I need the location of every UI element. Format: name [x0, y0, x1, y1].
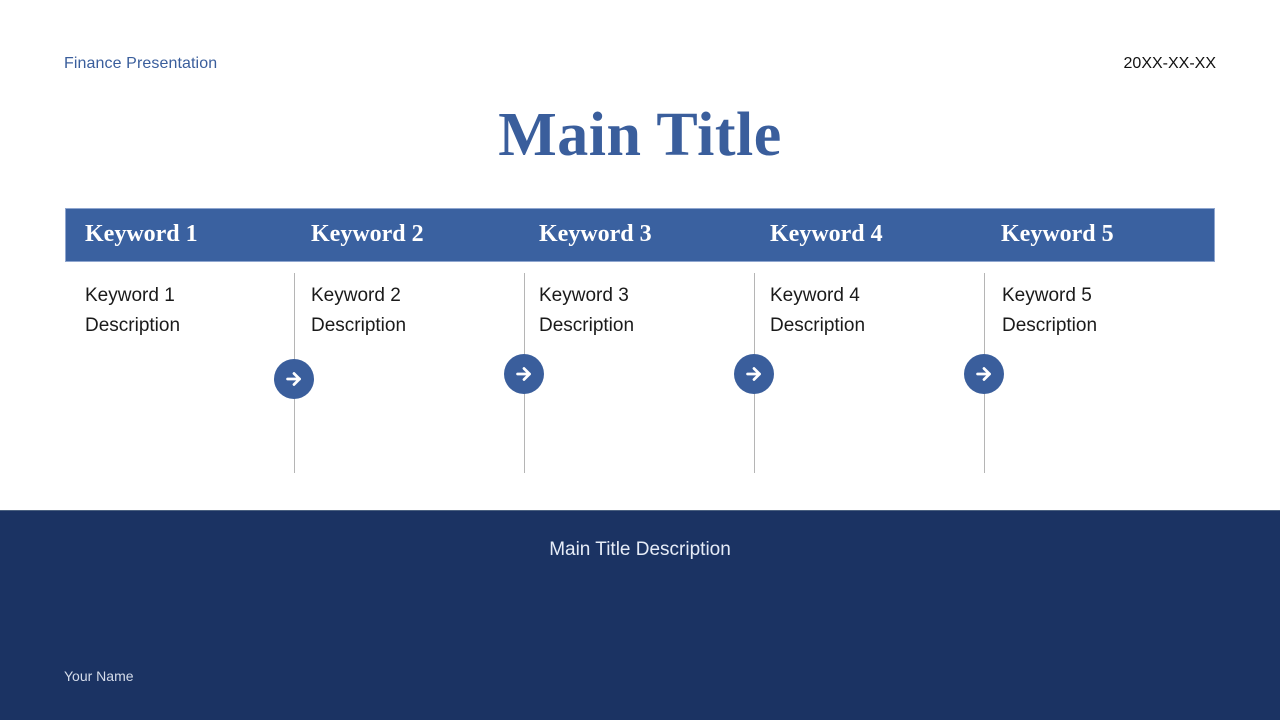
keyword-2-description: Keyword 2 Description	[311, 281, 406, 341]
keyword-2-desc-line1: Keyword 2	[311, 285, 401, 306]
footer-band: Main Title Description Your Name	[0, 510, 1280, 720]
keyword-4-desc-line1: Keyword 4	[770, 285, 860, 306]
arrow-connector-4	[964, 354, 1004, 394]
keyword-5-desc-line2: Description	[1002, 315, 1098, 336]
arrow-right-icon	[746, 367, 761, 381]
arrow-right-icon	[516, 367, 531, 381]
keyword-2-desc-line2: Description	[311, 315, 407, 336]
keyword-1-desc-line1: Keyword 1	[85, 285, 175, 306]
keyword-header-band: Keyword 1 Keyword 2 Keyword 3 Keyword 4 …	[65, 208, 1215, 262]
keyword-5-heading: Keyword 5	[1001, 221, 1114, 247]
arrow-right-icon	[286, 372, 301, 386]
keyword-1-desc-line2: Description	[85, 315, 181, 336]
keyword-4-description: Keyword 4 Description	[770, 281, 865, 341]
keyword-3-description: Keyword 3 Description	[539, 281, 634, 341]
date-label: 20XX-XX-XX	[1123, 55, 1216, 72]
keyword-5-description: Keyword 5 Description	[1002, 281, 1097, 341]
keyword-4-desc-line2: Description	[770, 315, 866, 336]
keyword-3-desc-line2: Description	[539, 315, 635, 336]
arrow-right-icon	[976, 367, 991, 381]
keyword-4-heading: Keyword 4	[770, 221, 883, 247]
arrow-connector-1	[274, 359, 314, 399]
keyword-1-heading: Keyword 1	[85, 221, 198, 247]
presentation-label: Finance Presentation	[64, 55, 218, 72]
arrow-connector-2	[504, 354, 544, 394]
keyword-1-description: Keyword 1 Description	[85, 281, 180, 341]
keyword-3-desc-line1: Keyword 3	[539, 285, 629, 306]
footer-description: Main Title Description	[549, 539, 731, 560]
keyword-3-heading: Keyword 3	[539, 221, 652, 247]
main-title: Main Title	[498, 101, 782, 169]
author-name: Your Name	[64, 668, 134, 684]
arrow-connector-3	[734, 354, 774, 394]
keyword-5-desc-line1: Keyword 5	[1002, 285, 1092, 306]
keyword-2-heading: Keyword 2	[311, 221, 424, 247]
